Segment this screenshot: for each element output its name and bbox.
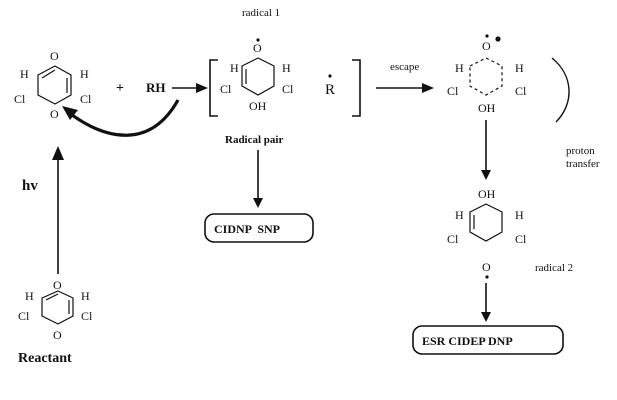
cidnp-snp-text: CIDNP SNP	[214, 222, 280, 236]
quinone-cl-right: Cl	[80, 92, 92, 106]
radical-1-h-right: H	[282, 61, 291, 75]
escaped-radical-h-right: H	[515, 61, 524, 75]
radical-2-h-left: H	[455, 208, 464, 222]
quinone-h-right: H	[80, 67, 89, 81]
reactant-label: Reactant	[18, 351, 72, 366]
radical-2-cl-left: Cl	[447, 232, 459, 246]
cidnp-snp-box: CIDNP SNP	[204, 213, 314, 243]
proton-transfer-label-2: transfer	[566, 158, 600, 170]
radical-1-oh: OH	[249, 99, 267, 113]
radical-1-cl-right: Cl	[282, 82, 294, 96]
escaped-radical-o: O	[482, 39, 491, 53]
escaped-radical-molecule: O H H Cl Cl OH	[447, 34, 527, 115]
radical-2-ring	[469, 203, 503, 242]
radical-2-label: radical 2	[535, 262, 573, 274]
radical-1-cl-left: Cl	[220, 82, 232, 96]
escape-label: escape	[390, 61, 419, 73]
hv-label: hv	[22, 178, 38, 194]
quinone-top-o: O	[50, 49, 59, 63]
escaped-radical-cl-left: Cl	[447, 84, 459, 98]
escaped-radical-oh: OH	[478, 101, 496, 115]
reactant-molecule: O O H H Cl Cl Reactant	[18, 278, 93, 366]
excited-quinone-molecule: O O H H Cl Cl	[14, 49, 92, 121]
reactant-ring	[41, 290, 74, 325]
curved-recombination-arrow	[62, 99, 180, 137]
rh-label: RH	[146, 80, 166, 95]
radical-2-h-right: H	[515, 208, 524, 222]
radical-1-h-left: H	[230, 61, 239, 75]
arrow-to-esr	[481, 283, 491, 322]
r-radical: R	[325, 82, 335, 98]
reactant-h-left: H	[25, 289, 34, 303]
plus-sign: +	[116, 81, 124, 96]
radical-2-cl-right: Cl	[515, 232, 527, 246]
reactant-top-o: O	[53, 278, 62, 292]
radical-2-o: O	[482, 260, 491, 274]
arrow-to-cidnp	[253, 150, 263, 208]
escaped-radical-ring	[469, 57, 503, 96]
esr-cidep-dnp-text: ESR CIDEP DNP	[422, 334, 513, 348]
bracket-right	[352, 59, 361, 117]
reactant-cl-left: Cl	[18, 309, 30, 323]
escaped-radical-h-left: H	[455, 61, 464, 75]
quinone-cl-left: Cl	[14, 92, 26, 106]
esr-cidep-dnp-box: ESR CIDEP DNP	[412, 325, 564, 355]
reaction-arrow-1	[172, 83, 208, 93]
reactant-cl-right: Cl	[81, 309, 93, 323]
escaped-radical-cl-right: Cl	[515, 84, 527, 98]
quinone-bottom-o: O	[50, 107, 59, 121]
proton-transfer-label-1: proton	[566, 145, 595, 157]
quinone-h-left: H	[20, 67, 29, 81]
proton-transfer-curve: proton transfer	[551, 57, 600, 170]
bracket-left	[209, 59, 218, 117]
radical-2-molecule: OH H H Cl Cl O radical 2	[447, 187, 573, 279]
quinone-ring	[37, 65, 72, 105]
radical-1-ring	[241, 57, 275, 96]
radical-2-oh: OH	[478, 187, 496, 201]
radical-1-label: radical 1	[242, 7, 280, 19]
reactant-bottom-o: O	[53, 328, 62, 342]
radical-pair-label: Radical pair	[225, 134, 283, 146]
escape-arrow: escape	[376, 61, 434, 93]
arrow-to-radical-2	[481, 120, 491, 180]
hv-excitation-arrow: hv	[22, 146, 64, 274]
radical-pair-group: radical 1 O H H Cl Cl OH R Radical pair	[209, 7, 361, 146]
radical-1-o: O	[253, 41, 262, 55]
reactant-h-right: H	[81, 289, 90, 303]
